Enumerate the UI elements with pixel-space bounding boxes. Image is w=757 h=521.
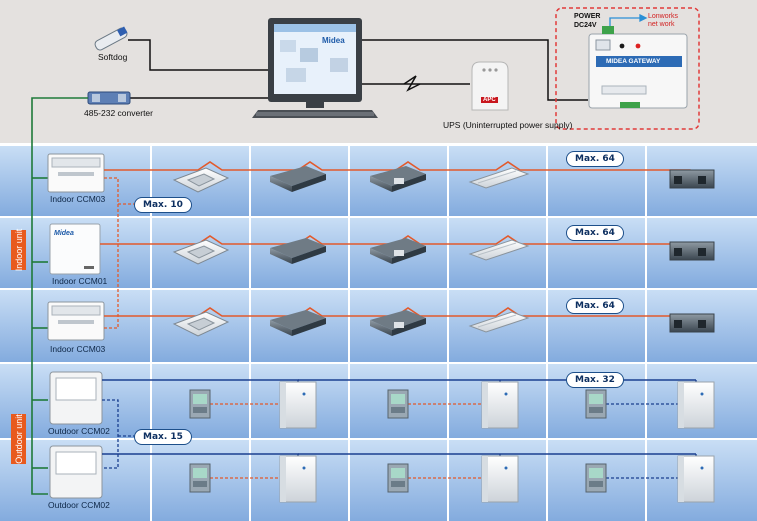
- controller-ccm02-2: [49, 445, 103, 499]
- limit-indoor-ctrl: Max. 10: [134, 197, 192, 213]
- converter-label: 485-232 converter: [84, 108, 153, 118]
- controller-links: [102, 177, 134, 469]
- indoor-unit-cassette-2: [172, 239, 230, 265]
- controller-brand-2: Midea: [54, 230, 74, 237]
- indoor-unit-ceiling-2: [468, 239, 530, 261]
- controller-ccm03-1: [47, 153, 105, 193]
- outdoor-panel-2-2: [387, 463, 409, 493]
- limit-row1: Max. 64: [566, 151, 624, 167]
- row-bands: [0, 146, 757, 521]
- outdoor-unit-1-3: [677, 381, 715, 429]
- controller-ccm03-2: [47, 301, 105, 341]
- controller-ccm01: [49, 223, 101, 275]
- lonworks-wire: [609, 13, 648, 26]
- power-label: POWER: [574, 13, 601, 20]
- indoor-unit-bigduct-1: [669, 169, 715, 189]
- indoor-unit-bigduct-2: [669, 241, 715, 261]
- outdoor-unit-tag-text: Outdoor unit: [13, 414, 24, 464]
- outdoor-units: [189, 381, 715, 503]
- ups-label: UPS (Uninterrupted power supply): [443, 120, 573, 130]
- main-bus: [31, 97, 88, 495]
- outdoor-unit-2-3: [677, 455, 715, 503]
- limit-row2: Max. 64: [566, 225, 624, 241]
- outdoor-unit-tag: Outdoor unit: [11, 414, 26, 464]
- indoor-unit-ceiling-3: [468, 311, 530, 333]
- controller-label-1: Indoor CCM03: [50, 194, 106, 204]
- gateway-frame: [555, 7, 700, 130]
- converter-icon: [87, 91, 131, 105]
- softdog-label: Softdog: [98, 52, 128, 62]
- outdoor-unit-2-1: [279, 455, 317, 503]
- limit-outdoor: Max. 32: [566, 372, 624, 388]
- controller-label-4: Outdoor CCM02: [48, 426, 110, 436]
- limit-outdoor-ctrl: Max. 15: [134, 429, 192, 445]
- lonworks-label: Lonworks net work: [648, 13, 678, 28]
- indoor-unit-duct-1: [270, 166, 326, 192]
- gateway-device: [588, 26, 688, 109]
- indoor-unit-tag: Indoor unit: [11, 228, 26, 272]
- indoor-unit-slimduct-1: [370, 166, 426, 192]
- voltage-label: DC24V: [574, 22, 597, 29]
- outdoor-panel-1-3: [585, 389, 607, 419]
- limit-row3: Max. 64: [566, 298, 624, 314]
- column-separators: [150, 146, 647, 521]
- outdoor-unit-1-2: [481, 381, 519, 429]
- indoor-unit-slimduct-3: [370, 310, 426, 336]
- indoor-unit-bigduct-3: [669, 313, 715, 333]
- indoor-unit-tag-text: Indoor unit: [13, 228, 24, 272]
- gateway-label: MIDEA GATEWAY: [606, 58, 661, 65]
- indoor-units: [172, 166, 715, 337]
- softdog-icon: [94, 26, 128, 51]
- outdoor-unit-2-2: [481, 455, 519, 503]
- indoor-unit-cassette-3: [172, 311, 230, 337]
- indoor-unit-duct-3: [270, 310, 326, 336]
- outdoor-panel-2-1: [189, 463, 211, 493]
- indoor-unit-duct-2: [270, 238, 326, 264]
- controller-label-3: Indoor CCM03: [50, 344, 106, 354]
- controller-label-5: Outdoor CCM02: [48, 500, 110, 510]
- outdoor-panel-1-1: [189, 389, 211, 419]
- ups-brand: APC: [481, 97, 498, 103]
- outdoor-unit-1-1: [279, 381, 317, 429]
- outdoor-panel-links: [210, 403, 682, 479]
- computer-brand: Midea: [322, 36, 345, 45]
- indoor-unit-slimduct-2: [370, 238, 426, 264]
- controller-ccm02-1: [49, 371, 103, 425]
- computer-icon: [252, 18, 378, 118]
- controller-label-2: Indoor CCM01: [52, 276, 108, 286]
- indoor-unit-cassette-1: [172, 167, 230, 193]
- outdoor-panel-1-2: [387, 389, 409, 419]
- top-wiring: [128, 39, 588, 101]
- outdoor-panel-2-3: [585, 463, 607, 493]
- indoor-unit-ceiling-1: [468, 167, 530, 189]
